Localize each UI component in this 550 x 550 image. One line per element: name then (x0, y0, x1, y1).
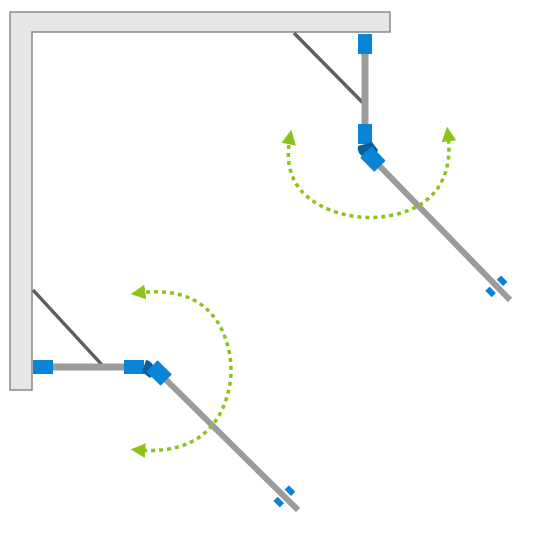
door-clamp-icon (360, 146, 386, 172)
door-clamp-icon (146, 360, 172, 386)
door-unit-bottom-left (31, 284, 301, 513)
wall-hinge-icon (358, 34, 372, 54)
pivot-hinge-icon (124, 360, 144, 374)
l-shaped-wall (9, 11, 391, 391)
door-glass (149, 363, 301, 513)
door-handle-icon (273, 485, 296, 508)
pivot-hinge-icon (358, 124, 372, 144)
door-handle-icon (485, 275, 508, 298)
fixed-glass-panel (292, 31, 366, 106)
double-arrow-icon (130, 284, 233, 458)
fixed-glass-panel (31, 288, 105, 368)
door-unit-top-right (281, 31, 513, 303)
double-arrow-icon (281, 126, 457, 220)
door-glass (363, 149, 513, 303)
wall-hinge-icon (33, 360, 53, 374)
